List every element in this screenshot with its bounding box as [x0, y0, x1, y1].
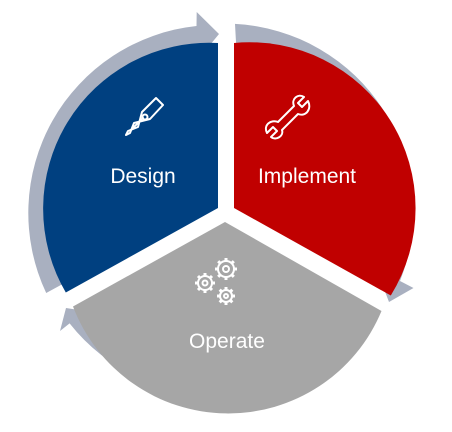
segment-implement — [234, 42, 416, 296]
pen-nib-icon — [125, 97, 164, 136]
segments — [43, 42, 416, 414]
gears-icon — [195, 258, 237, 305]
segment-design — [43, 42, 218, 293]
wrench-icon — [265, 94, 311, 140]
segment-operate — [73, 222, 382, 414]
segment-label-implement: Implement — [258, 165, 356, 188]
segment-label-operate: Operate — [189, 330, 265, 353]
segment-label-design: Design — [110, 165, 175, 188]
